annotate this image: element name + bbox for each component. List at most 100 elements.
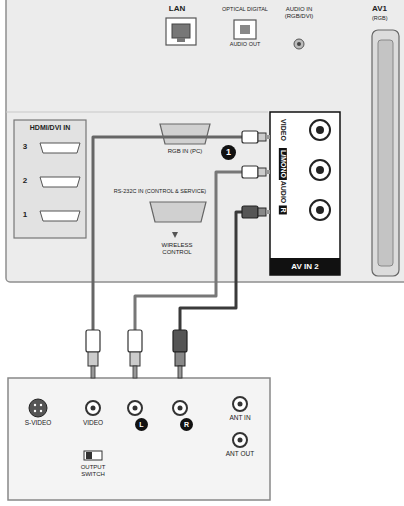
hdmi-panel (14, 120, 86, 238)
drawing-part (178, 366, 182, 378)
drawing-part (14, 120, 86, 238)
drawing-part (34, 410, 36, 412)
drawing-part (128, 330, 142, 352)
drawing-part (233, 433, 247, 447)
jack-label: OUTPUT SWITCH (70, 464, 116, 477)
jack-label: VIDEO (75, 419, 111, 426)
port-label: AV1 (372, 5, 402, 14)
vcr-side-plugs (86, 330, 187, 378)
drawing-part (177, 38, 185, 42)
audio-in-jack (294, 39, 304, 49)
drawing-part (258, 133, 266, 141)
drawing-part (160, 124, 210, 144)
vcr-body (8, 378, 270, 500)
rs232-connector (150, 202, 206, 222)
port-label: OPTICAL DIGITAL (214, 6, 276, 12)
port-number: 2 (18, 177, 32, 186)
drawing-part (270, 112, 340, 275)
drawing-part (40, 404, 42, 406)
av-cable (180, 212, 270, 378)
drawing-part (316, 206, 324, 214)
port-label: WIRELESS CONTROL (148, 242, 206, 255)
optical-port (234, 20, 256, 39)
drawing-part (128, 401, 142, 415)
rgb-connector (160, 124, 210, 144)
drawing-part (86, 330, 100, 352)
vcr-device: S-VIDEOVIDEOLRANT INANT OUTOUTPUT SWITCH (8, 378, 270, 500)
drawing-part (6, 0, 404, 282)
jack-label: AUDIO (279, 179, 287, 206)
drawing-part (178, 406, 183, 411)
av-cable (135, 172, 270, 378)
drawing-part (133, 366, 137, 378)
drawing-part (84, 451, 102, 460)
drawing-part (242, 131, 258, 143)
drawing-part (297, 42, 301, 46)
drawing-part (238, 402, 243, 407)
drawing-part (166, 18, 196, 45)
drawing-part (29, 399, 47, 417)
drawing-part (310, 120, 330, 140)
av-cable (93, 137, 270, 378)
port-label: RS-232C IN (CONTROL & SERVICE) (110, 188, 210, 194)
drawing-part (266, 135, 270, 139)
drawing-part (172, 232, 178, 238)
drawing-part (6, 112, 268, 113)
drawing-part (238, 438, 243, 443)
wireless-mark (172, 232, 178, 238)
drawing-part (175, 352, 185, 366)
jack-label: L (135, 418, 148, 431)
drawing-part (310, 160, 330, 180)
port-label: (RGB) (372, 15, 402, 21)
drawing-part (86, 452, 92, 459)
drawing-part (172, 24, 190, 38)
drawing-part (258, 208, 266, 216)
jack-label: L/MONO (279, 148, 287, 180)
drawing-part (40, 211, 80, 221)
tv-side-plugs (242, 131, 270, 218)
drawing-part (173, 401, 187, 415)
drawing-part (133, 406, 138, 411)
port-label: RGB IN (PC) (156, 148, 214, 155)
lan-port (166, 18, 196, 45)
drawing-part (40, 410, 42, 412)
port-label: AUDIO IN (RGB/DVI) (278, 6, 320, 19)
callout-number: 1 (221, 145, 236, 160)
drawing-part (234, 20, 256, 39)
port-label: LAN (160, 5, 194, 14)
panel-name: AV IN 2 (270, 258, 340, 275)
drawing-part (40, 177, 80, 187)
port-label: AUDIO OUT (214, 41, 276, 47)
drawing-part (316, 126, 324, 134)
drawing-part (378, 40, 393, 266)
drawing-part (233, 397, 247, 411)
jack-label: ANT OUT (220, 450, 260, 457)
scart-connector (372, 30, 399, 276)
tv-panel (6, 0, 404, 282)
jack-label: R (279, 205, 287, 214)
drawing-part (40, 143, 80, 153)
port-number: 1 (18, 211, 32, 220)
jack-label: S-VIDEO (16, 419, 60, 426)
drawing-part (372, 30, 399, 276)
drawing-part (266, 170, 270, 174)
drawing-part (310, 200, 330, 220)
jack-label: VIDEO (279, 117, 287, 143)
drawing-part (8, 378, 270, 500)
drawing-part (266, 210, 270, 214)
drawing-part (91, 366, 95, 378)
drawing-part (130, 352, 140, 366)
panel-label: HDMI/DVI IN (16, 124, 84, 132)
drawing-part (242, 206, 258, 218)
av-in-2-jacks (270, 112, 340, 275)
jack-label: R (180, 418, 193, 431)
drawing-part (91, 406, 96, 411)
drawing-part (150, 202, 206, 222)
drawing-part (240, 25, 250, 34)
port-number: 3 (18, 143, 32, 152)
drawing-part (34, 404, 36, 406)
drawing-part (258, 168, 266, 176)
